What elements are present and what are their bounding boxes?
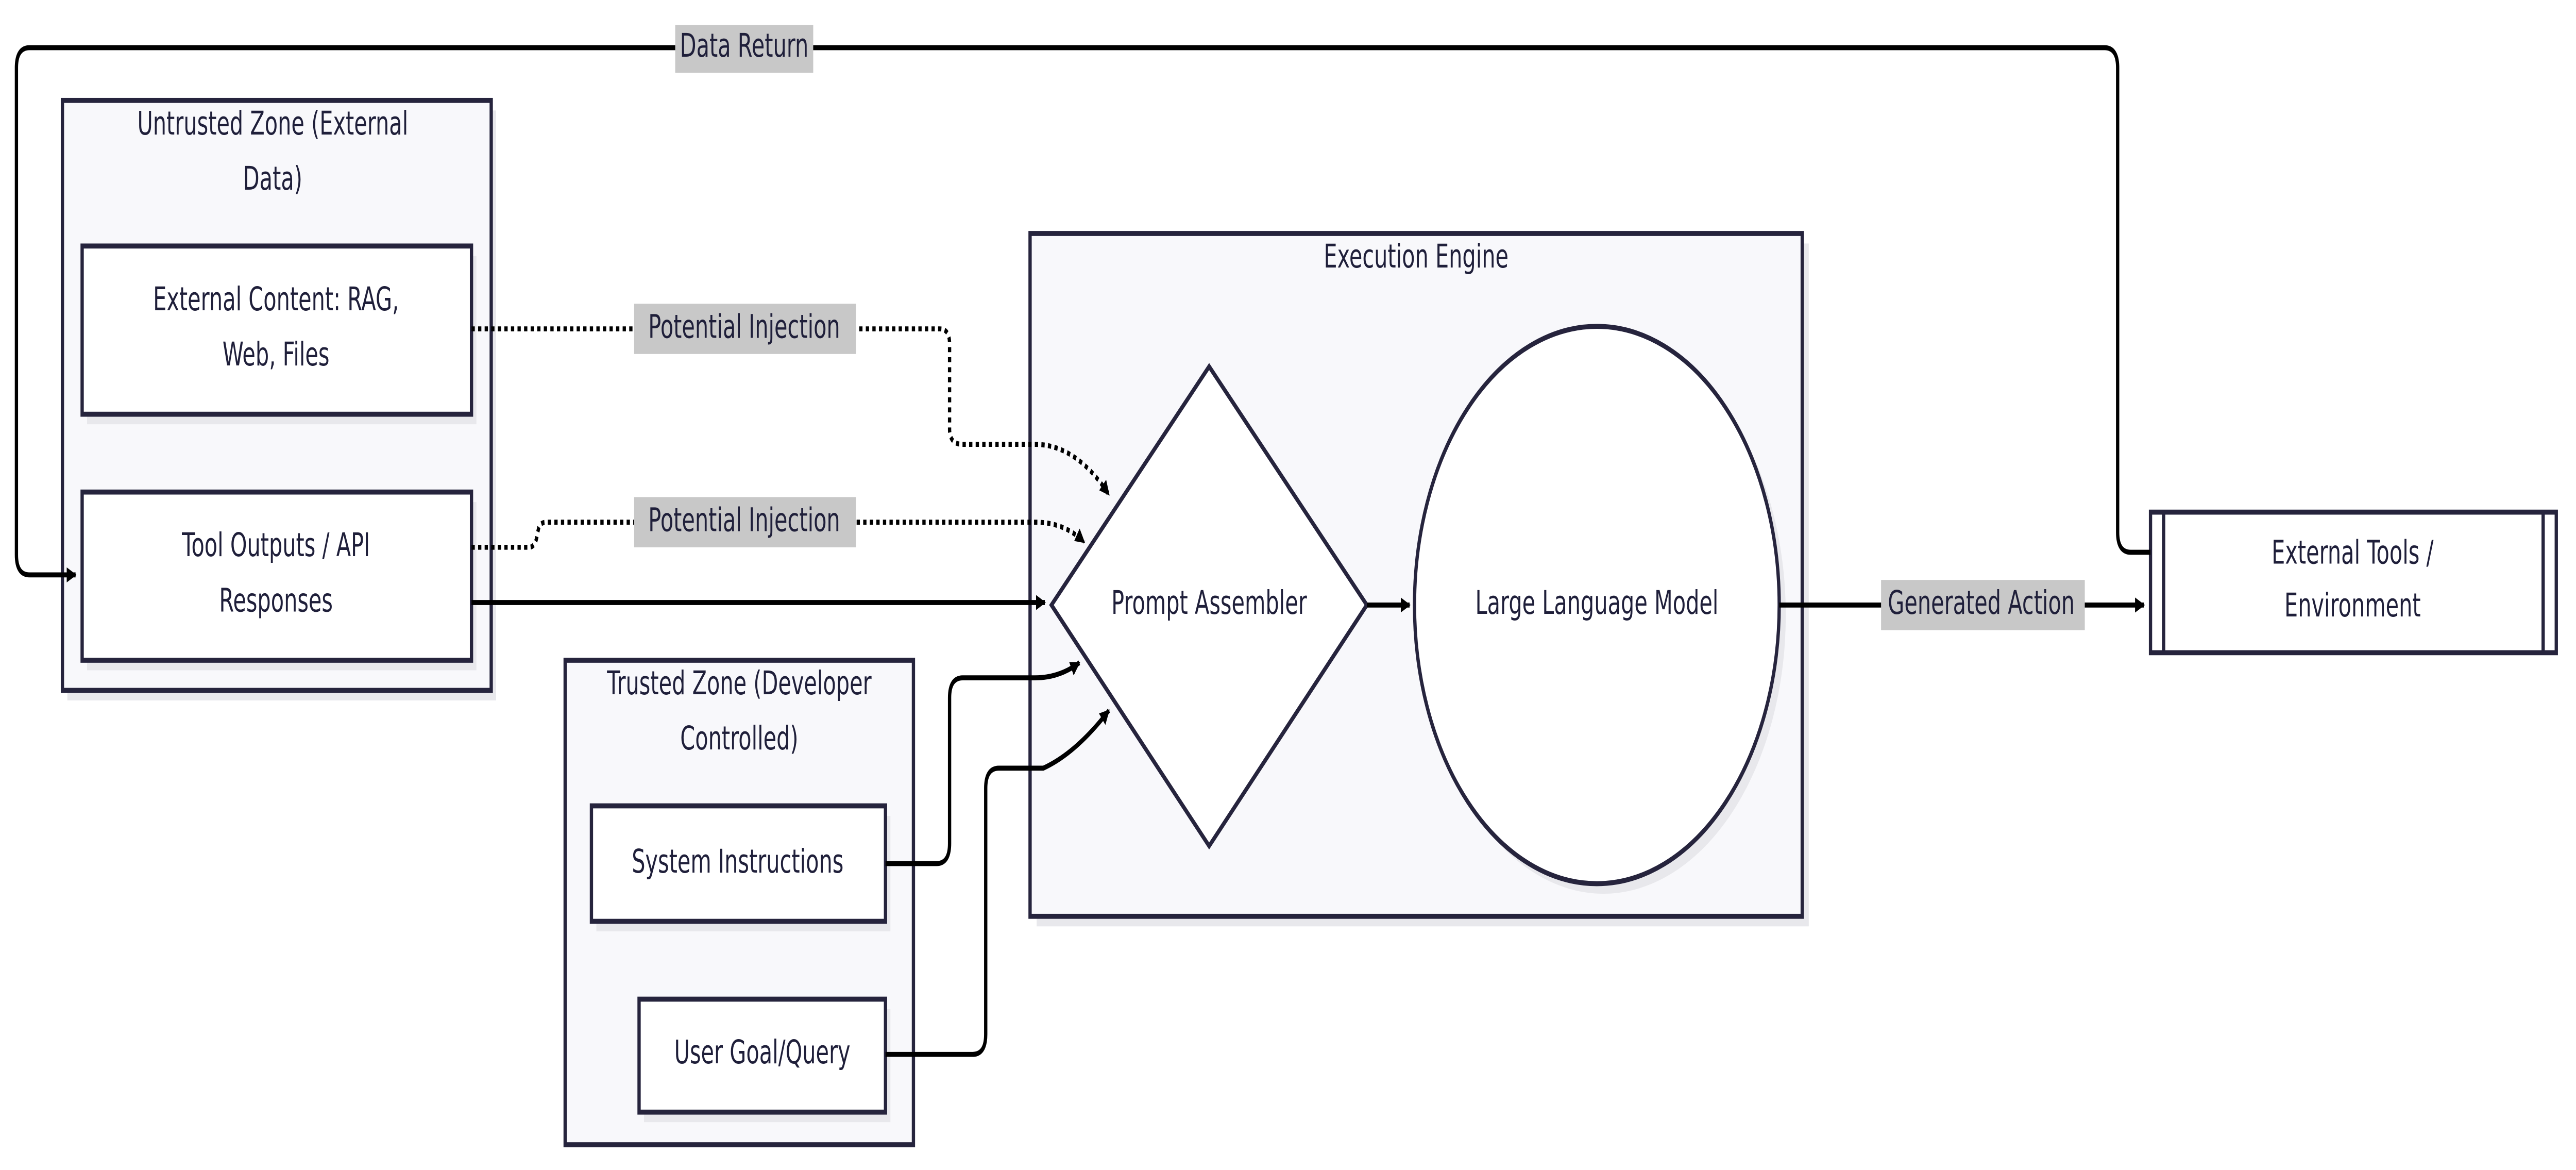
user-goal-node[interactable]: User Goal/Query [637, 996, 891, 1123]
external-tools-label: External Tools / [2272, 533, 2434, 572]
external-tools-label-2: Environment [2284, 586, 2421, 625]
edge-data-return [14, 45, 2151, 582]
prompt-assembler-node[interactable]: Prompt Assembler [1049, 363, 1369, 850]
llm-label: Large Language Model [1476, 583, 1719, 622]
llm-node[interactable]: Large Language Model [1413, 324, 1786, 894]
external-content-label-2: Web, Files [223, 335, 330, 374]
edge-user-goal-to-assembler [885, 708, 1110, 1057]
external-content-label: External Content: RAG, [153, 280, 399, 319]
injection-label-1: Potential Injection [648, 307, 840, 346]
edge-system-to-assembler [885, 660, 1080, 866]
execution-engine-title: Execution Engine [1324, 237, 1509, 276]
user-goal-label: User Goal/Query [674, 1033, 851, 1072]
tool-outputs-node[interactable]: Tool Outputs / API Responses [80, 489, 477, 671]
trusted-zone-title-2: Controlled) [680, 719, 798, 758]
system-instructions-label: System Instructions [632, 842, 843, 881]
prompt-assembler-label: Prompt Assembler [1111, 583, 1307, 622]
data-return-label: Data Return [680, 26, 809, 65]
trusted-zone-title: Trusted Zone (Developer [607, 664, 872, 703]
tool-outputs-label: Tool Outputs / API [181, 526, 370, 564]
tool-outputs-label-2: Responses [219, 581, 333, 620]
untrusted-zone-title-2: Data) [243, 159, 302, 198]
untrusted-zone-title: Untrusted Zone (External [137, 104, 408, 143]
injection-label-2: Potential Injection [648, 500, 840, 539]
generated-action-label: Generated Action [1888, 583, 2075, 622]
external-content-node[interactable]: External Content: RAG, Web, Files [80, 243, 477, 425]
system-instructions-node[interactable]: System Instructions [589, 803, 891, 932]
external-tools-node[interactable]: External Tools / Environment [2148, 509, 2558, 656]
edge-injection-2 [471, 520, 1086, 550]
